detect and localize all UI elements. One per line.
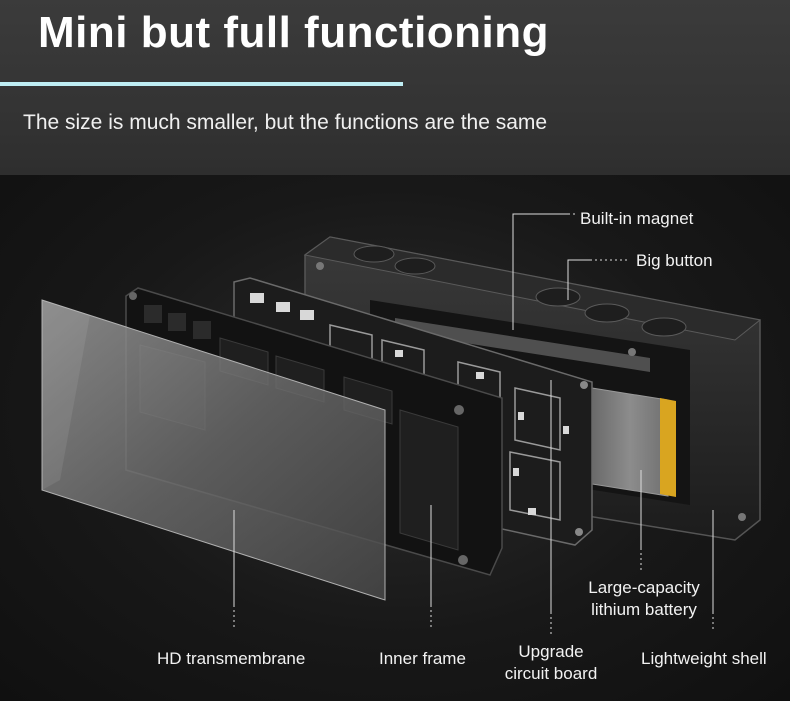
page-title: Mini but full functioning bbox=[38, 8, 550, 57]
callout-battery-line2: lithium battery bbox=[591, 600, 697, 619]
accent-divider bbox=[0, 82, 403, 86]
callout-built-in-magnet: Built-in magnet bbox=[580, 209, 694, 228]
hd-transmembrane bbox=[41, 299, 386, 601]
callout-lightweight-shell: Lightweight shell bbox=[641, 649, 767, 668]
callout-hd-transmembrane: HD transmembrane bbox=[157, 649, 306, 668]
lithium-battery bbox=[591, 387, 676, 497]
big-buttons bbox=[353, 245, 687, 337]
header-banner: Mini but full functioning The size is mu… bbox=[0, 0, 790, 175]
callout-inner-frame: Inner frame bbox=[379, 649, 466, 668]
callout-big-button: Big button bbox=[636, 251, 713, 270]
callout-circuit-line1: Upgrade bbox=[518, 642, 584, 661]
callout-battery-line1: Large-capacity bbox=[588, 578, 700, 597]
page-subtitle: The size is much smaller, but the functi… bbox=[23, 111, 548, 134]
callout-leader-lines bbox=[233, 213, 714, 636]
callout-circuit-line2: circuit board bbox=[504, 664, 598, 683]
